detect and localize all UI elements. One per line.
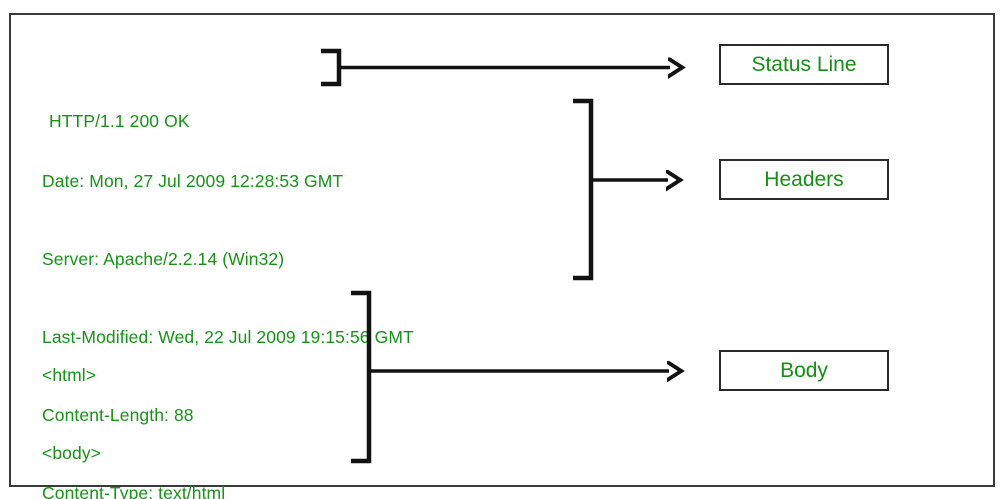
header-row-last-modified: Last-Modified: Wed, 22 Jul 2009 19:15:56… [42,327,414,347]
label-box-headers[interactable]: Headers [719,159,889,200]
body-row-body-open: <body> [42,443,101,463]
header-row-date: Date: Mon, 27 Jul 2009 12:28:53 GMT [42,171,344,191]
label-box-body-text: Body [780,358,828,382]
header-row-content-type: Content-Type: text/html [42,483,226,499]
diagram-outer-frame [9,13,995,487]
label-box-status-line-text: Status Line [751,52,857,76]
label-box-headers-text: Headers [764,167,844,191]
label-box-status-line[interactable]: Status Line [719,44,889,85]
body-row-html-open: <html> [42,365,97,385]
body-text-block: <html> <body> <h1>Hello, World!</h1> </b… [42,310,229,499]
status-line-row: HTTP/1.1 200 OK [49,111,190,131]
headers-text-block: Date: Mon, 27 Jul 2009 12:28:53 GMT Serv… [42,116,414,499]
label-box-body[interactable]: Body [719,350,889,391]
status-line-text-block: HTTP/1.1 200 OK [49,56,190,186]
header-row-server: Server: Apache/2.2.14 (Win32) [42,249,285,269]
header-row-content-length: Content-Length: 88 [42,405,194,425]
